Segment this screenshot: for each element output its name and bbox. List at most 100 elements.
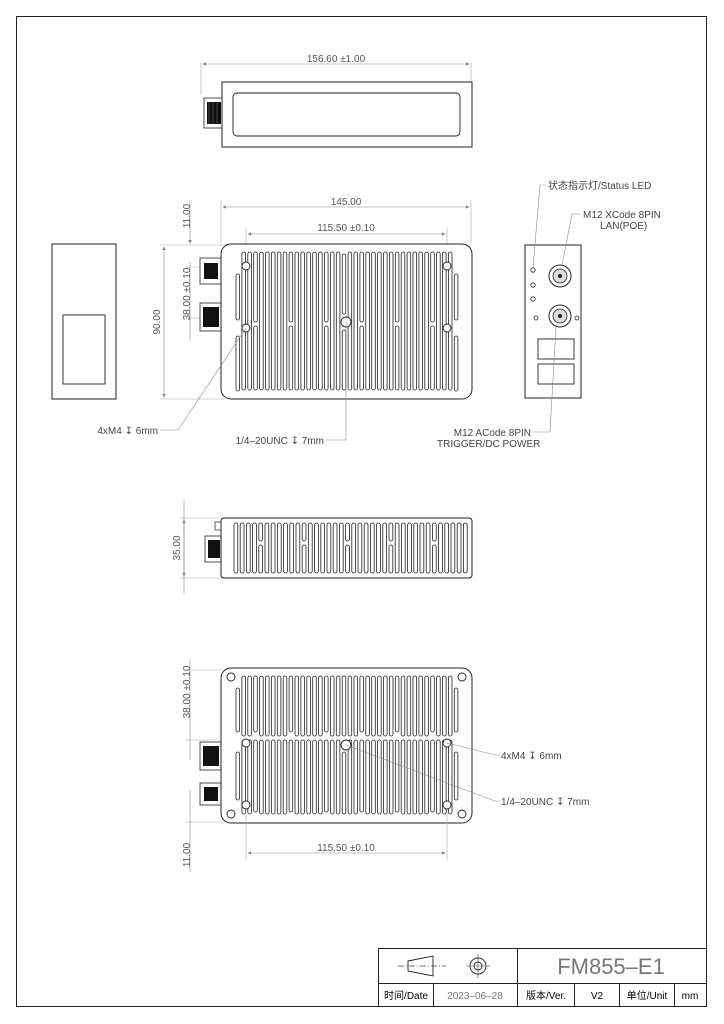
- cooling-fin-slot: [335, 739, 341, 815]
- cooling-fin-slot: [431, 522, 437, 542]
- cooling-fin-slot: [412, 251, 417, 391]
- cooling-fin-slot: [259, 739, 264, 815]
- cooling-fin-slot: [388, 675, 394, 737]
- cooling-fin-slot: [388, 522, 394, 542]
- cooling-fin-slot: [235, 687, 240, 733]
- version-label: 版本/Ver.: [526, 989, 566, 1002]
- cooling-fin-slot: [259, 251, 264, 391]
- cooling-fin-slot: [312, 675, 317, 737]
- cooling-fin-slot: [365, 739, 370, 815]
- unit-value: mm: [682, 991, 699, 1002]
- cooling-fin-slot: [365, 675, 370, 737]
- cooling-fin-slot: [424, 739, 429, 815]
- cooling-fin-slot: [376, 522, 381, 574]
- cooling-fin-slot: [394, 675, 400, 733]
- front-holes-callout: 4xM4 ↧ 6mm: [97, 426, 158, 437]
- cooling-fin-slot: [253, 251, 258, 323]
- unit-label: 单位/Unit: [627, 989, 668, 1002]
- cooling-fin-slot: [412, 675, 417, 737]
- cooling-fin-slot: [288, 675, 294, 733]
- cooling-fin-slot: [359, 251, 364, 323]
- cooling-fin-slot: [270, 522, 276, 574]
- cooling-fin-slot: [335, 251, 341, 391]
- cooling-fin-slot: [383, 739, 388, 815]
- cooling-fin-slot: [239, 522, 245, 574]
- cooling-fin-slot: [312, 739, 317, 815]
- cooling-fin-slot: [252, 522, 257, 574]
- front-tripod-callout: 1/4–20UNC ↧ 7mm: [236, 436, 324, 447]
- title-block: FM855–E1 时间/Date 2023–06–28 版本/Ver. V2 单…: [378, 948, 707, 1007]
- cooling-fin-slot: [456, 522, 462, 574]
- cooling-fin-slot: [365, 251, 370, 391]
- cooling-fin-slot: [394, 325, 400, 391]
- lan-connector-line1: M12 XCode 8PIN: [583, 210, 661, 221]
- cooling-fin-slot: [276, 675, 282, 737]
- date-label: 时间/Date: [384, 989, 428, 1002]
- cooling-fin-slot: [247, 675, 252, 737]
- front-cooling-fins: [235, 251, 459, 392]
- cooling-fin-slot: [444, 522, 449, 574]
- cooling-fin-slot: [447, 675, 453, 737]
- cooling-fin-slot: [282, 739, 288, 815]
- cooling-fin-slot: [235, 751, 240, 801]
- cooling-fin-slot: [345, 544, 350, 574]
- cooling-fin-slot: [258, 522, 263, 542]
- cooling-fin-slot: [353, 251, 358, 391]
- cooling-fin-slot: [453, 335, 459, 392]
- side-cooling-fins: [233, 522, 468, 574]
- back-offset-dim: 11.00: [182, 842, 193, 867]
- back-cooling-fins: [235, 675, 459, 815]
- cooling-fin-slot: [394, 522, 400, 574]
- cooling-fin-slot: [332, 522, 338, 574]
- cooling-fin-slot: [329, 675, 335, 737]
- cooling-fin-slot: [347, 675, 353, 737]
- cooling-fin-slot: [353, 675, 358, 737]
- cooling-fin-slot: [294, 675, 299, 737]
- top-length-dim: 156.60 ±1.00: [307, 54, 366, 65]
- lan-connector-line2: LAN(POE): [600, 221, 647, 232]
- cooling-fin-slot: [406, 739, 412, 815]
- cooling-fin-slot: [270, 675, 276, 737]
- cooling-fin-slot: [419, 522, 425, 574]
- cooling-fin-slot: [314, 522, 319, 574]
- cooling-fin-slot: [436, 739, 441, 815]
- cooling-fin-slot: [369, 522, 375, 574]
- cooling-fin-slot: [383, 675, 388, 737]
- cooling-fin-slot: [253, 325, 258, 391]
- cooling-fin-slot: [430, 251, 435, 323]
- cooling-fin-slot: [270, 739, 276, 815]
- cooling-fin-slot: [324, 739, 329, 813]
- cooling-fin-slot: [377, 251, 382, 391]
- front-connector-spacing-dim: 38.00 ±0.10: [182, 267, 193, 320]
- cooling-fin-slot: [450, 522, 456, 574]
- cooling-fin-slot: [430, 675, 435, 733]
- cooling-fin-slot: [270, 251, 276, 391]
- cooling-fin-slot: [436, 251, 441, 391]
- top-view: 156.60 ±1.00: [200, 54, 473, 148]
- cooling-fin-slot: [371, 675, 376, 737]
- cooling-fin-slot: [407, 522, 412, 574]
- cooling-fin-slot: [324, 675, 329, 733]
- cooling-fin-slot: [400, 739, 406, 815]
- cooling-fin-slot: [312, 251, 317, 391]
- cooling-fin-slot: [357, 522, 363, 574]
- cooling-fin-slot: [294, 739, 299, 815]
- cooling-fin-slot: [282, 251, 288, 391]
- cooling-fin-slot: [345, 522, 350, 542]
- cooling-fin-slot: [400, 251, 406, 391]
- cooling-fin-slot: [438, 522, 443, 574]
- cooling-fin-slot: [247, 251, 252, 391]
- back-hole-spacing-dim: 115.50 ±0.10: [317, 843, 375, 854]
- cooling-fin-slot: [347, 739, 353, 815]
- cooling-fin-slot: [295, 522, 301, 574]
- cooling-fin-slot: [359, 325, 364, 391]
- cooling-fin-slot: [329, 251, 335, 391]
- back-tripod-callout: 1/4–20UNC ↧ 7mm: [501, 797, 589, 808]
- cooling-fin-slot: [289, 522, 294, 574]
- cooling-fin-slot: [264, 522, 270, 574]
- cooling-fin-slot: [453, 751, 459, 801]
- cooling-fin-slot: [258, 544, 263, 574]
- cooling-fin-slot: [288, 739, 294, 813]
- cooling-fin-slot: [371, 251, 376, 391]
- cooling-fin-slot: [412, 739, 417, 815]
